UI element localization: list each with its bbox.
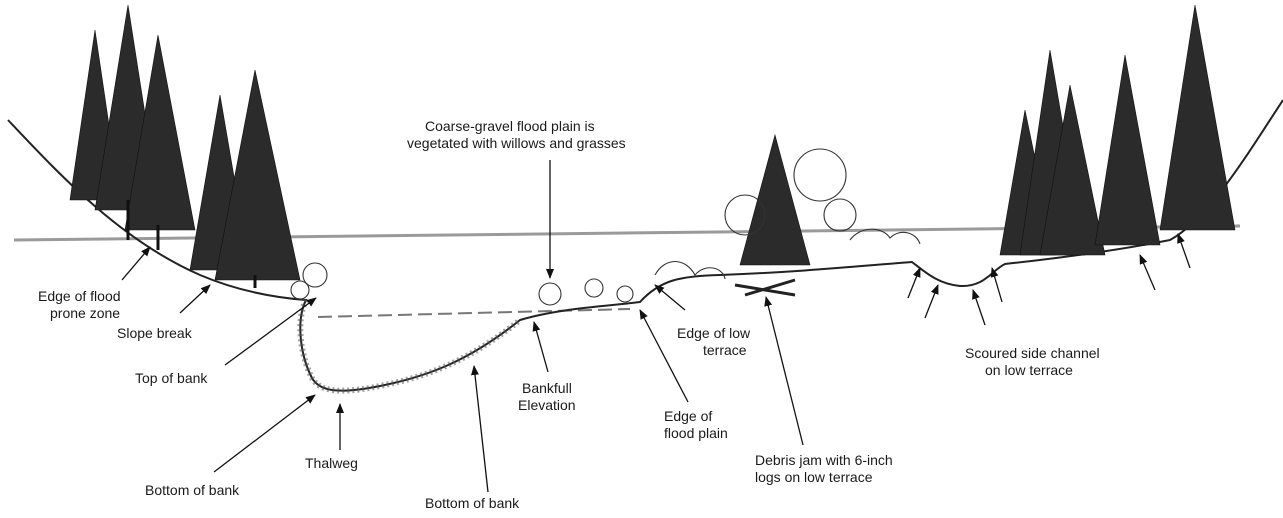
center-forest <box>725 135 920 295</box>
label-scoured-side-channel-2: on low terrace <box>985 362 1073 378</box>
willows-and-grasses <box>539 262 725 306</box>
label-edge-of-flood-prone-zone-2: prone zone <box>50 305 120 321</box>
label-edge-of-flood-prone-zone: Edge of flood <box>38 288 121 304</box>
label-coarse-gravel-flood-plain: Coarse-gravel flood plain is <box>425 118 595 134</box>
label-coarse-gravel-flood-plain-2: vegetated with willows and grasses <box>407 135 626 151</box>
label-debris-jam: Debris jam with 6-inch <box>755 452 893 468</box>
label-edge-of-flood-plain: Edge of <box>664 408 712 424</box>
left-forest <box>70 5 327 299</box>
bankfull-elevation-line <box>318 309 630 317</box>
label-bottom-of-bank-left: Bottom of bank <box>145 482 240 498</box>
label-bottom-of-bank-center: Bottom of bank <box>425 495 520 511</box>
label-edge-of-low-terrace: Edge of low <box>677 325 751 341</box>
label-bankfull-elevation: Bankfull <box>522 380 572 396</box>
label-scoured-side-channel: Scoured side channel <box>965 345 1100 361</box>
label-debris-jam-2: logs on low terrace <box>755 469 873 485</box>
label-thalweg: Thalweg <box>305 455 358 471</box>
label-edge-of-low-terrace-2: terrace <box>703 342 747 358</box>
label-top-of-bank: Top of bank <box>135 370 208 386</box>
label-bankfull-elevation-2: Elevation <box>518 397 576 413</box>
label-edge-of-flood-plain-2: flood plain <box>664 425 728 441</box>
right-forest <box>1000 5 1235 255</box>
label-slope-break: Slope break <box>117 325 193 341</box>
